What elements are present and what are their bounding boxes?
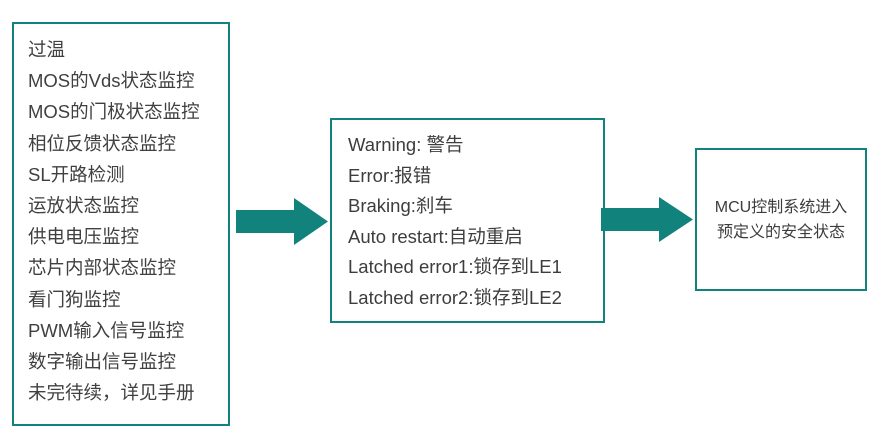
list-item: 未完待续，详见手册 [28, 382, 195, 404]
arrow-right-icon [236, 198, 328, 245]
list-item: MOS的门极状态监控 [28, 101, 200, 123]
list-item: 数字输出信号监控 [28, 351, 177, 373]
list-item: Error:报错 [348, 164, 432, 186]
list-item: 运放状态监控 [28, 195, 140, 217]
list-item: 供电电压监控 [28, 226, 140, 248]
list-item: Braking:刹车 [348, 195, 453, 216]
mcu-safe-state-box: MCU控制系统进入 预定义的安全状态 [695, 148, 867, 291]
list-item: MOS的Vds状态监控 [28, 70, 195, 92]
list-item: 过温 [28, 39, 66, 60]
list-item: 芯片内部状态监控 [28, 257, 177, 279]
fault-response-list: Warning: 警告 Error:报错 Braking:刹车 Auto res… [348, 130, 603, 313]
list-item: 预定义的安全状态 [716, 223, 845, 241]
monitor-feature-list: 过温 MOS的Vds状态监控 MOS的门极状态监控 相位反馈状态监控 SL开路检… [28, 34, 228, 408]
list-item: Warning: 警告 [348, 134, 464, 155]
list-item: MCU控制系统进入 [714, 198, 848, 216]
list-item: Auto restart:自动重启 [348, 225, 523, 247]
list-item: Latched error1:锁存到LE1 [348, 256, 562, 277]
list-item: 看门狗监控 [28, 288, 121, 310]
fault-response-box: Warning: 警告 Error:报错 Braking:刹车 Auto res… [330, 118, 605, 323]
mcu-safe-state-list: MCU控制系统进入 预定义的安全状态 [707, 195, 855, 245]
arrow-right-icon [601, 197, 693, 242]
list-item: Latched error2:锁存到LE2 [348, 286, 562, 308]
list-item: 相位反馈状态监控 [28, 132, 177, 154]
list-item: PWM输入信号监控 [28, 319, 185, 341]
monitor-feature-box: 过温 MOS的Vds状态监控 MOS的门极状态监控 相位反馈状态监控 SL开路检… [12, 22, 230, 426]
list-item: SL开路检测 [28, 163, 125, 185]
